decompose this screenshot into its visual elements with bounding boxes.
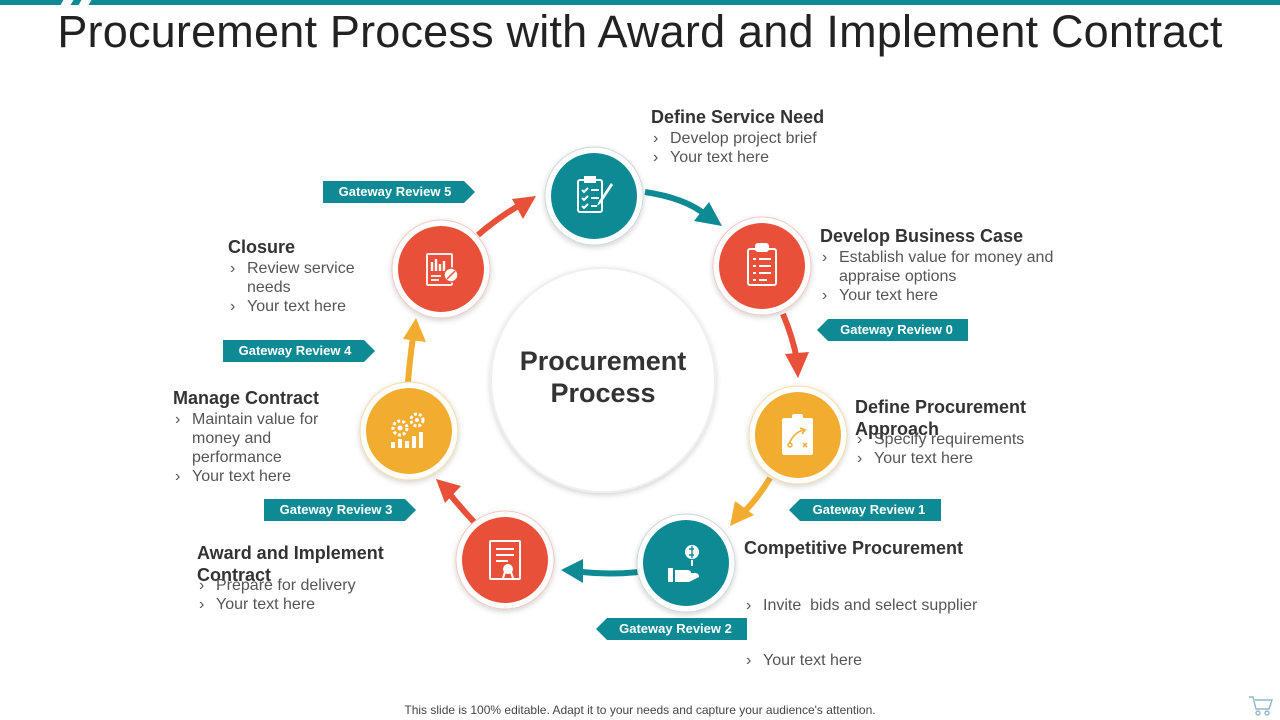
step-competitive-procurement: Competitive Procurement Invite bids and … <box>744 537 994 706</box>
center-label-line2: Process <box>550 378 656 408</box>
step-circle-competitive-procurement <box>636 513 736 613</box>
step-circle-award-and-implement-contract <box>455 510 555 610</box>
step-title: Manage Contract <box>173 388 320 408</box>
center-label-line1: Procurement <box>519 346 687 376</box>
step-circle-manage-contract <box>359 381 459 481</box>
step-bullet: Prepare for delivery <box>197 576 412 595</box>
cart-icon[interactable] <box>1247 694 1275 718</box>
step-develop-business-case: Develop Business Case Establish value fo… <box>820 225 1070 305</box>
connector-arrow-4-5 <box>561 559 639 583</box>
step-bullet: Establish value for money and appraise o… <box>820 248 1070 286</box>
connector-arrow-3-4 <box>730 476 773 526</box>
step-title: Develop Business Case <box>820 226 1024 246</box>
checklist-icon <box>577 176 613 213</box>
step-circle-define-service-need <box>544 146 644 246</box>
step-bullet: Your text here <box>197 595 412 614</box>
step-award-and-implement-contract: Award and Implement Contract Prepare for… <box>197 542 412 614</box>
gateway-review-1-tag: Gateway Review 1 <box>789 499 941 521</box>
connector-arrow-6-7 <box>403 318 426 383</box>
step-circle-define-procurement-approach <box>748 385 848 485</box>
gears-chart-icon <box>391 412 425 448</box>
step-title: Closure <box>228 237 296 257</box>
top-accent-bar <box>0 0 1280 5</box>
step-title: Define Service Need <box>651 107 825 127</box>
step-closure: Closure Review service needs Your text h… <box>228 236 378 316</box>
step-bullet: Maintain value for money and performance <box>173 410 333 467</box>
step-bullet: Your text here <box>820 286 1070 305</box>
step-bullet: Your text here <box>651 148 891 167</box>
step-bullet: Your text here <box>173 467 333 486</box>
gateway-review-0-tag: Gateway Review 0 <box>817 319 968 341</box>
step-circle-develop-business-case <box>712 216 812 316</box>
step-bullet: Invite bids and select supplier <box>744 596 994 615</box>
step-bullet: Specify requirements <box>855 430 1065 449</box>
gateway-review-4-tag: Gateway Review 4 <box>223 340 375 362</box>
center-circle <box>490 267 716 493</box>
step-title: Competitive Procurement <box>744 538 964 558</box>
page-title: Procurement Process with Award and Imple… <box>57 6 1223 57</box>
step-manage-contract: Manage Contract Maintain value for money… <box>173 387 333 486</box>
step-bullet: Your text here <box>228 297 378 316</box>
step-define-procurement-approach: Define Procurement Approach Specify requ… <box>855 396 1065 468</box>
gateway-review-2-tag: Gateway Review 2 <box>596 618 747 640</box>
connector-arrow-1-2 <box>644 189 722 226</box>
step-define-service-need: Define Service Need Develop project brie… <box>651 106 891 167</box>
step-bullet: Your text here <box>744 651 994 670</box>
certificate-icon <box>489 540 521 580</box>
gateway-review-5-tag: Gateway Review 5 <box>323 181 475 203</box>
step-bullet: Develop project brief <box>651 129 891 148</box>
step-bullet: Review service needs <box>228 259 378 297</box>
step-bullet: Your text here <box>855 449 1065 468</box>
gateway-review-3-tag: Gateway Review 3 <box>264 499 416 521</box>
strategy-board-icon <box>782 414 813 455</box>
report-icon <box>426 253 459 286</box>
center-label: Procurement Process <box>503 345 703 409</box>
connector-arrow-5-6 <box>436 479 478 526</box>
clipboard-icon <box>747 243 777 286</box>
connector-arrow-7-1 <box>476 196 536 238</box>
footer-note: This slide is 100% editable. Adapt it to… <box>404 703 876 717</box>
connector-arrow-2-3 <box>780 312 809 378</box>
step-circle-closure <box>391 219 491 319</box>
hand-money-icon <box>668 545 699 582</box>
